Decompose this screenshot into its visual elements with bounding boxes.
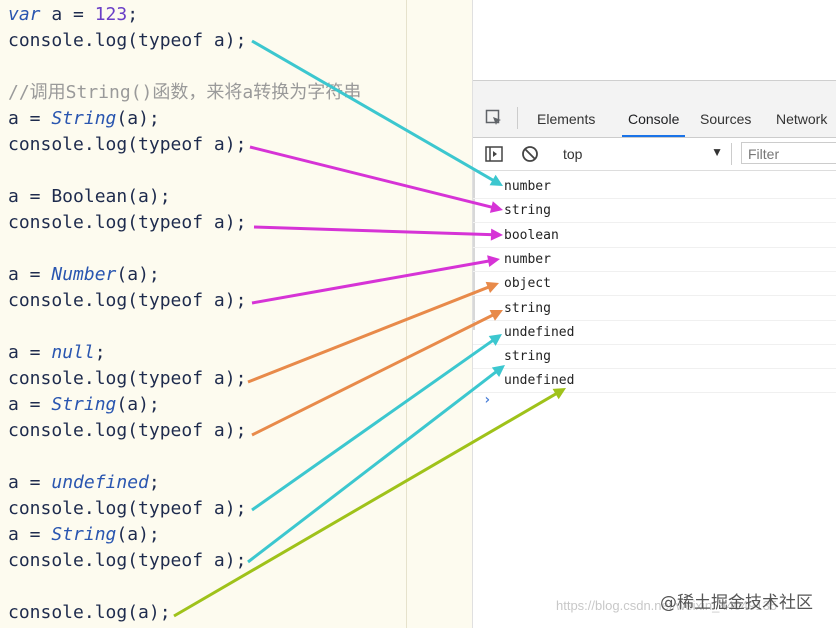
code-token: console.log(typeof a); [8,420,247,441]
console-message-text: string [504,300,551,316]
code-line: a = String(a); [8,523,160,547]
code-token: ; [94,342,106,363]
code-token: a = [8,108,52,129]
code-line: console.log(typeof a); [8,211,246,235]
console-message: string [473,198,836,224]
code-token: console.log(typeof a); [8,368,247,389]
code-line: a = Number(a); [8,263,160,287]
console-message-text: undefined [504,324,575,340]
code-line: a = String(a); [8,107,160,131]
code-token: (a); [116,264,160,285]
code-token: console.log(typeof a); [8,30,247,51]
code-token: ; [127,4,139,25]
page-viewport [473,0,836,81]
console-message: undefined [473,368,836,394]
code-token: String [51,524,117,545]
toggle-sidebar-icon[interactable] [485,145,503,163]
code-token: undefined [51,472,149,493]
code-editor: var a = 123; console.log(typeof a); //调用St… [0,0,472,628]
code-token: String [51,394,117,415]
console-message: object [473,271,836,297]
code-token: a = [8,524,52,545]
watermark-brand: @稀土掘金技术社区 [660,593,813,613]
tabbar-separator [517,107,518,129]
code-line: //调用String()函数，来将a转换为字符串 [8,81,361,105]
code-token: console.log(typeof a); [8,550,247,571]
console-scrollbar[interactable] [473,170,475,330]
code-token: console.log(a); [8,602,171,623]
code-line: console.log(typeof a); [8,289,246,313]
code-token: a = [40,4,95,25]
code-line: a = Boolean(a); [8,185,171,209]
code-line: a = null; [8,341,106,365]
code-token: a = [8,264,52,285]
code-line: console.log(typeof a); [8,419,246,443]
context-select[interactable]: top ▼ [557,142,729,166]
code-token: Number [51,264,117,285]
clear-console-icon[interactable] [521,145,539,163]
console-prompt[interactable]: › [483,392,492,408]
console-message-text: undefined [504,373,575,389]
code-token: console.log(typeof a); [8,498,247,519]
console-message: number [473,174,836,199]
console-message-text: number [504,179,551,194]
console-message-text: string [504,349,551,365]
code-token: console.log(typeof a); [8,134,247,155]
filter-input[interactable]: Filter [741,142,836,164]
console-message: string [473,344,836,370]
code-token: (a); [116,524,160,545]
code-line: var a = 123; [8,3,138,27]
console-message-text: string [504,203,551,219]
code-token: a = [8,342,52,363]
code-line: console.log(typeof a); [8,133,246,157]
code-token: console.log(typeof a); [8,212,247,233]
code-token: a = Boolean(a); [8,186,171,207]
code-token: //调用String()函数，来将a转换为字符串 [8,82,362,103]
code-token: console.log(typeof a); [8,290,247,311]
console-toolbar: top ▼ Filter [473,138,836,171]
console-message: string [473,296,836,321]
console-message: number [473,247,836,272]
editor-margin-line [406,0,407,628]
code-token: a = [8,394,52,415]
code-line: a = String(a); [8,393,160,417]
code-token: (a); [116,108,160,129]
code-token: ; [148,472,160,493]
toolbar-separator [731,143,732,165]
code-token: null [51,342,95,363]
code-line: console.log(a); [8,601,171,625]
tab-network[interactable]: Network [776,111,828,127]
code-line: console.log(typeof a); [8,367,246,391]
code-token: var [8,4,41,25]
code-token: 123 [94,4,128,25]
devtools-header-gap [473,81,836,99]
console-message: undefined [473,320,836,345]
tab-console[interactable]: Console [622,99,686,137]
console-message-text: boolean [504,227,559,243]
console-message: boolean [473,223,836,248]
devtools-panel: Elements Console Sources Network top ▼ F… [472,0,836,628]
tab-elements[interactable]: Elements [537,111,596,127]
code-line: console.log(typeof a); [8,497,246,521]
inspect-element-icon[interactable] [485,109,503,127]
code-line: a = undefined; [8,471,160,495]
console-message-text: number [504,251,551,267]
code-line: console.log(typeof a); [8,29,246,53]
watermark-url: https://blog.csdn.net/weixin_44049135 [556,598,778,613]
code-token: String [51,108,117,129]
devtools-tabbar: Elements Console Sources Network [473,99,836,138]
code-line: console.log(typeof a); [8,549,246,573]
dropdown-arrow-icon: ▼ [711,145,723,159]
code-token: (a); [116,394,160,415]
tab-sources[interactable]: Sources [700,111,752,127]
code-token: a = [8,472,52,493]
console-message-text: object [504,276,551,292]
context-label: top [563,146,583,162]
